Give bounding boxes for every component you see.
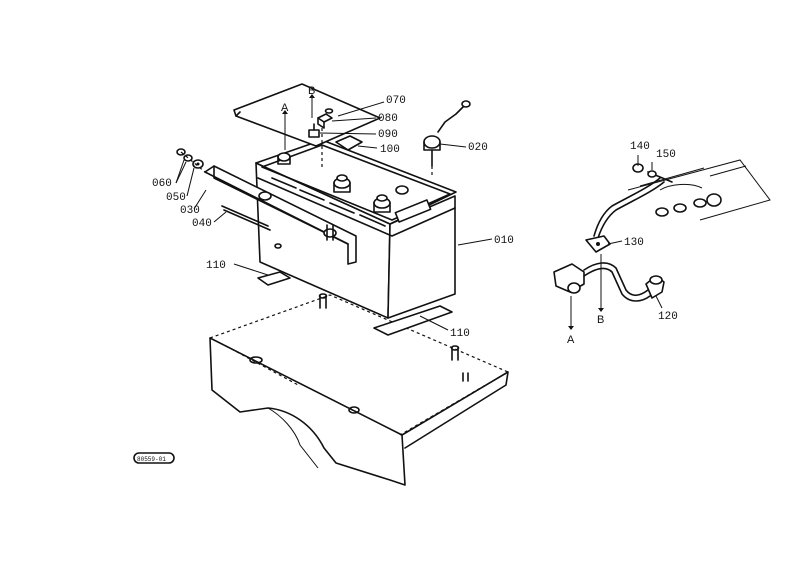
callout-060: 060 bbox=[152, 178, 172, 190]
rubber-pads bbox=[257, 271, 453, 336]
label-a-bottom: A bbox=[567, 334, 575, 346]
ground-cable bbox=[593, 163, 673, 239]
sensor-020 bbox=[423, 100, 471, 178]
callout-080: 080 bbox=[378, 113, 398, 125]
hold-down-bar bbox=[204, 165, 357, 265]
label-a-top: A bbox=[281, 102, 289, 114]
terminal-cover bbox=[233, 83, 381, 147]
terminal-left bbox=[333, 174, 351, 193]
callout-070: 070 bbox=[386, 95, 406, 107]
battery-cable-120 bbox=[553, 262, 665, 302]
terminal-right bbox=[373, 194, 391, 213]
callout-020: 020 bbox=[468, 142, 488, 154]
callout-120: 120 bbox=[658, 311, 678, 323]
hold-down-rod bbox=[221, 205, 271, 231]
part-callouts: 070 080 090 100 020 010 110 110 060 050 … bbox=[152, 95, 678, 340]
battery-body bbox=[255, 139, 457, 319]
callout-050: 050 bbox=[166, 192, 186, 204]
callout-010: 010 bbox=[494, 235, 514, 247]
callout-110-right: 110 bbox=[450, 328, 470, 340]
callout-150: 150 bbox=[656, 149, 676, 161]
terminal-clamp bbox=[308, 113, 363, 170]
callout-090: 090 bbox=[378, 129, 398, 141]
callout-040: 040 bbox=[192, 218, 212, 230]
connector-arrow-a-bottom bbox=[568, 296, 574, 330]
battery-base-pan bbox=[209, 293, 510, 486]
callout-100: 100 bbox=[380, 144, 400, 156]
leader-lines bbox=[175, 101, 663, 331]
callout-030: 030 bbox=[180, 205, 200, 217]
label-b-bottom: B bbox=[597, 314, 604, 326]
connector-arrow-b-bottom bbox=[598, 254, 604, 312]
bolts-washers bbox=[176, 148, 206, 173]
callout-130: 130 bbox=[624, 237, 644, 249]
callout-140: 140 bbox=[630, 141, 650, 153]
connector-arrow-b-top bbox=[309, 94, 315, 118]
connector-labels: A B A B bbox=[281, 85, 604, 346]
callout-110-left: 110 bbox=[206, 260, 226, 272]
engine-block-fragment bbox=[627, 159, 771, 221]
stamp-text: 80559-01 bbox=[137, 456, 166, 463]
connector-arrow-a-top bbox=[282, 110, 288, 150]
label-b-top: B bbox=[308, 85, 315, 97]
drawing-stamp: 80559-01 bbox=[133, 452, 175, 464]
clamp-130 bbox=[585, 235, 611, 253]
